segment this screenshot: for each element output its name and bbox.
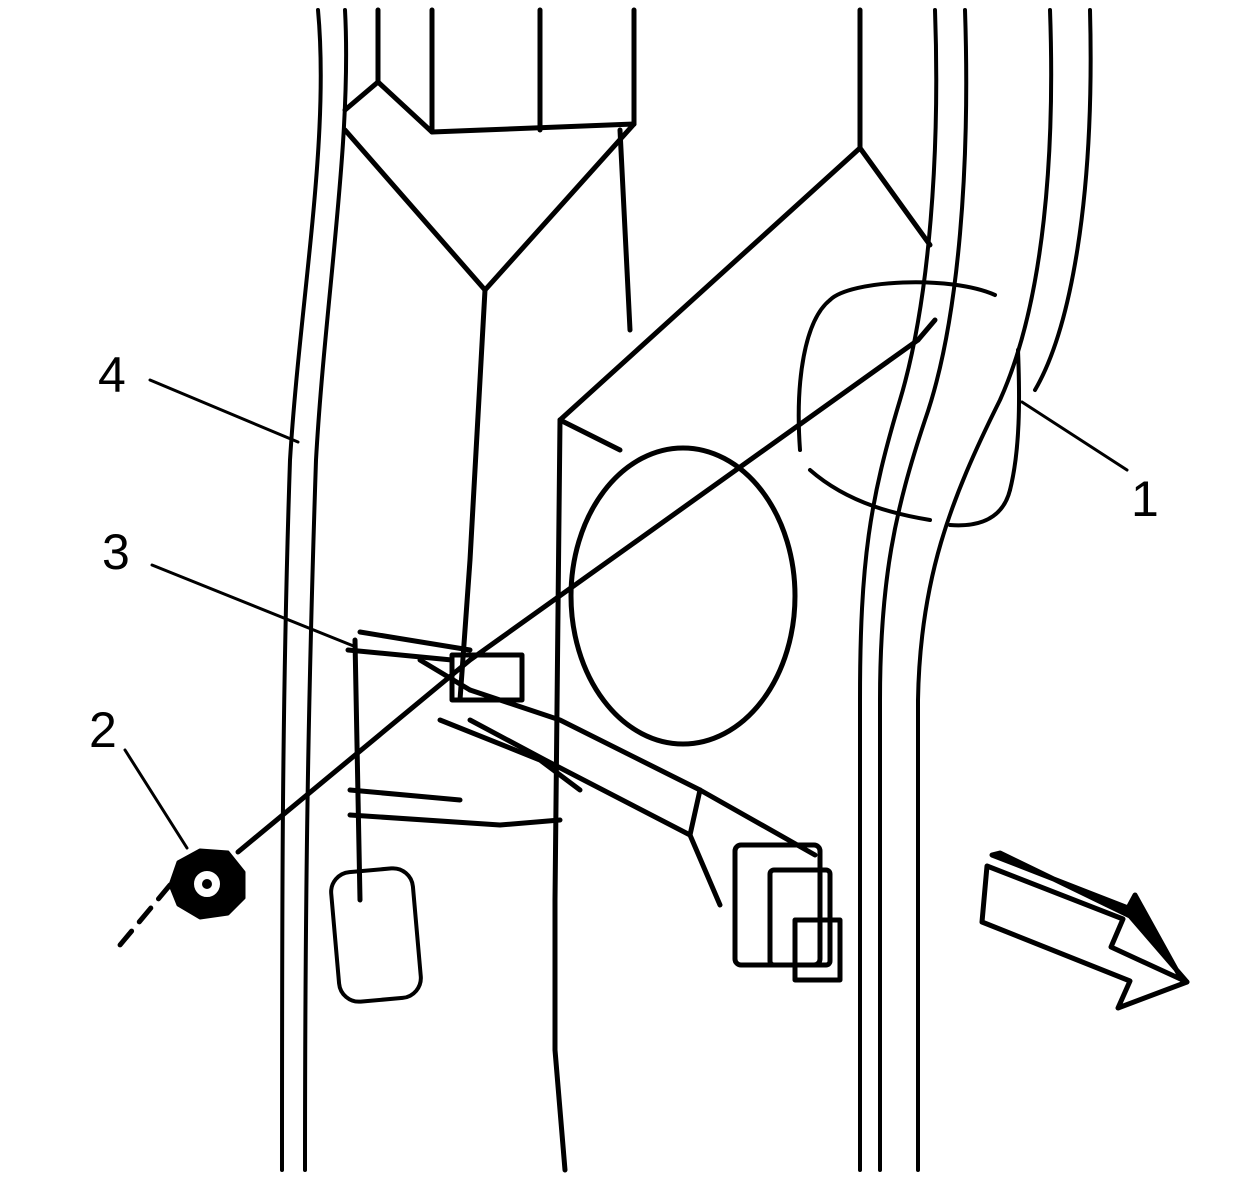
pillar-outer-trim [280,8,349,1172]
direction-arrow-icon [979,850,1190,1011]
leader-lines [123,378,1129,850]
leader-line-4 [148,378,300,444]
inner-trim-panel [552,7,933,1173]
fastener-axis [117,317,938,948]
pillar-upper-faces [342,7,637,703]
leader-line-3 [150,563,358,649]
leader-line-1 [1020,400,1129,472]
retractor-body [732,842,843,983]
oval-opening [568,445,798,747]
callout-4: 4 [98,347,126,403]
lower-cutout [329,866,423,1004]
guide-bracket [345,629,583,793]
door-frame [858,8,1093,1172]
callout-3: 3 [102,524,130,580]
callout-1: 1 [1131,471,1159,527]
seat-belt-strap [347,637,818,908]
callout-2: 2 [89,702,117,758]
leader-line-2 [123,748,189,850]
nut-icon [168,848,246,920]
